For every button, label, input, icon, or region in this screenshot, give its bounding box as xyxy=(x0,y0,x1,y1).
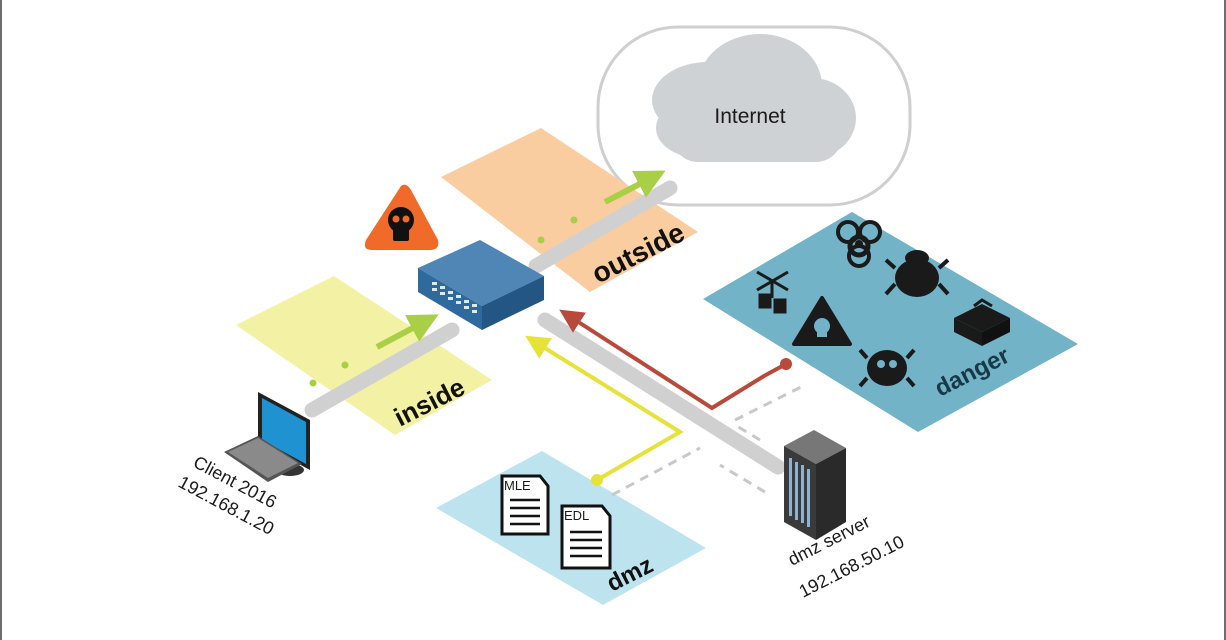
danger-flow-arrow xyxy=(559,309,792,411)
edl-document-icon: EDL xyxy=(560,504,612,570)
mle-label: MLE xyxy=(504,478,531,493)
firewall-icon xyxy=(418,240,544,330)
danger-zone xyxy=(703,212,1078,432)
bug-icon xyxy=(884,250,950,297)
inside-zone xyxy=(236,276,492,435)
skull-warning-icon xyxy=(364,184,439,250)
danger-skull-warning-icon xyxy=(792,296,852,346)
client-computer-icon xyxy=(224,392,310,482)
internet-label: Internet xyxy=(714,105,785,128)
dashed-links xyxy=(611,383,806,497)
remote-control-icon xyxy=(756,270,789,314)
green-flow-arrows xyxy=(309,170,666,387)
skull-bug-icon xyxy=(858,348,916,388)
dmz-flow-arrow xyxy=(525,335,684,486)
toolbox-icon xyxy=(954,298,1010,346)
mle-document-icon: MLE xyxy=(500,474,550,536)
internet-cloud: Internet xyxy=(596,25,912,207)
network-pipes xyxy=(304,180,786,475)
server-rack-icon xyxy=(784,430,846,540)
biohazard-icon xyxy=(836,220,882,268)
edl-label: EDL xyxy=(564,508,589,523)
outside-zone xyxy=(441,128,698,292)
